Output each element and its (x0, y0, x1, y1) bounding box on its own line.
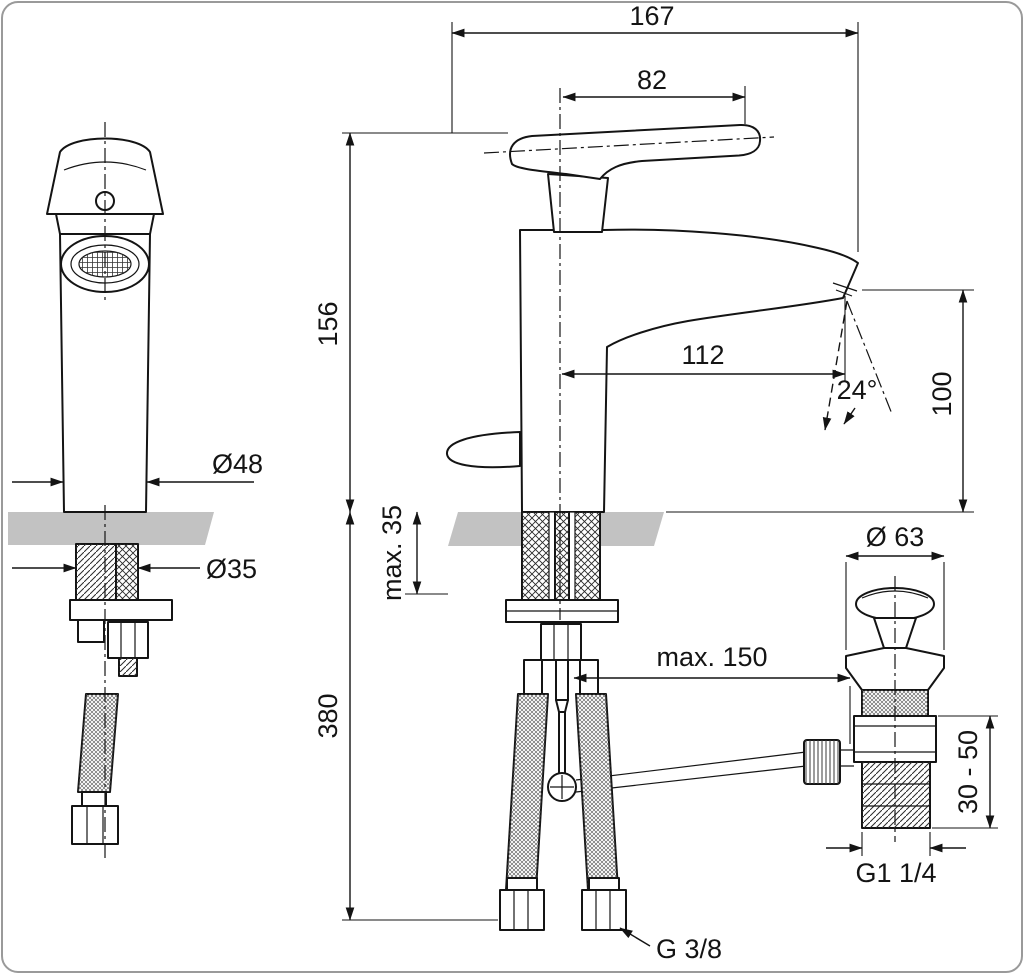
dim-height-above-deck: 156 (313, 132, 508, 513)
mounting-nut (540, 623, 582, 661)
dim-max-deck-thickness: max. 35 (377, 505, 448, 601)
dim-handle-length-label: 82 (637, 65, 667, 95)
dim-max-rod-reach: max. 150 (573, 642, 851, 744)
dim-waste-depth-label: 30 - 50 (953, 730, 983, 814)
mounting-deck (8, 512, 214, 545)
dim-waste-flange-label: Ø 63 (866, 522, 925, 552)
dimension-annotations: 167 82 156 112 24° 100 Ø48 (12, 1, 998, 964)
hose-nut (71, 805, 119, 845)
lift-rod-arm (575, 751, 807, 793)
inlet-hook (446, 431, 521, 469)
mounting-nut (107, 621, 149, 659)
side-view (8, 122, 214, 860)
dim-spout-reach-label: 112 (681, 340, 724, 370)
dim-total-length: 167 (451, 1, 859, 252)
handle-axis (483, 136, 775, 154)
dim-outlet-height: 100 (666, 289, 974, 513)
dim-height-label: 156 (313, 301, 343, 346)
front-view (446, 88, 893, 931)
faucet-body (59, 233, 151, 513)
dim-max-deck-label: max. 35 (377, 505, 407, 601)
spout-outlet (832, 282, 858, 297)
dim-max-rod-reach-label: max. 150 (656, 642, 767, 672)
dim-waste-depth-range: 30 - 50 (932, 715, 998, 829)
dim-total-length-label: 167 (629, 1, 674, 31)
dim-spout-reach: 112 (561, 296, 846, 382)
handle-base (547, 173, 609, 233)
dim-outlet-height-label: 100 (927, 371, 957, 416)
water-stream (822, 300, 848, 431)
dim-mounting-hole-label: Ø35 (206, 554, 257, 584)
dim-supply-hose-thread: G 3/8 (619, 927, 722, 964)
dim-waste-thread: G1 1/4 (826, 832, 966, 888)
dim-mounting-hole: Ø35 (12, 554, 257, 584)
waste-assembly (845, 576, 945, 842)
dim-below-deck-height: 380 (313, 511, 498, 921)
dim-body-diameter: Ø48 (12, 449, 263, 487)
dim-supply-thread-label: G 3/8 (656, 934, 722, 964)
dim-spray-angle: 24° (837, 375, 878, 405)
faucet-body-spout (519, 228, 859, 513)
pop-up-rod (555, 659, 569, 701)
dim-below-deck-label: 380 (313, 693, 343, 738)
hose-nut (581, 889, 627, 931)
dim-handle-length: 82 (562, 65, 746, 124)
hose-nut (499, 889, 545, 931)
faucet-handle (509, 123, 762, 180)
mounting-plate (69, 599, 173, 621)
dim-waste-thread-label: G1 1/4 (855, 858, 936, 888)
dim-spray-angle-label: 24° (837, 375, 878, 405)
dim-body-diameter-label: Ø48 (212, 449, 263, 479)
dim-waste-flange-diameter: Ø 63 (845, 522, 945, 650)
